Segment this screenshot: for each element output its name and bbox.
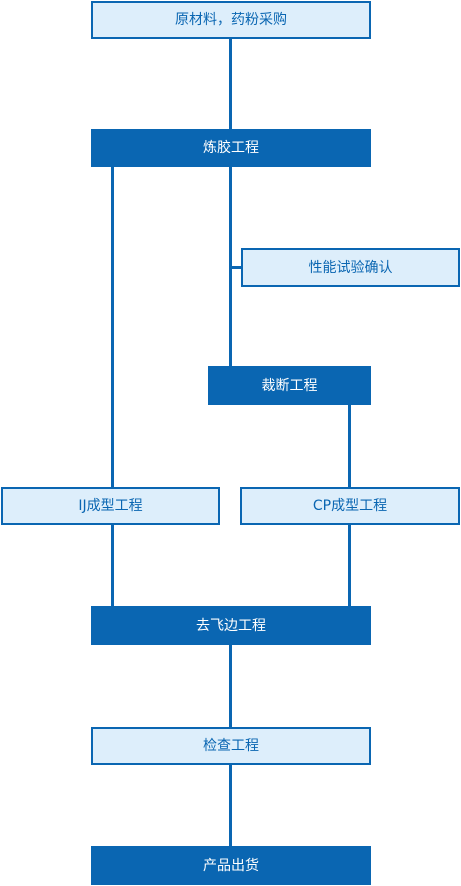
- connector-ij-to-deflash: [111, 524, 114, 608]
- node-cutting: 裁断工程: [208, 366, 371, 405]
- connector-mixing-to-ij: [111, 166, 114, 488]
- node-inspection: 检查工程: [91, 727, 371, 765]
- node-shipping: 产品出货: [91, 846, 371, 885]
- connector-cp-to-deflash: [348, 524, 351, 608]
- connector-cutting-to-cp: [348, 404, 351, 488]
- connector-branch-to-test: [229, 266, 243, 269]
- connector-deflash-to-inspection: [229, 644, 232, 728]
- connector-inspection-to-shipping: [229, 764, 232, 848]
- node-mixing: 炼胶工程: [91, 129, 371, 167]
- node-performance-test: 性能试验确认: [241, 248, 460, 287]
- node-deflashing: 去飞边工程: [91, 606, 371, 645]
- node-ij-molding: IJ成型工程: [1, 487, 220, 525]
- node-raw-material: 原材料，药粉采购: [91, 1, 371, 39]
- node-cp-molding: CP成型工程: [240, 487, 460, 525]
- connector-raw-to-mixing: [229, 38, 232, 129]
